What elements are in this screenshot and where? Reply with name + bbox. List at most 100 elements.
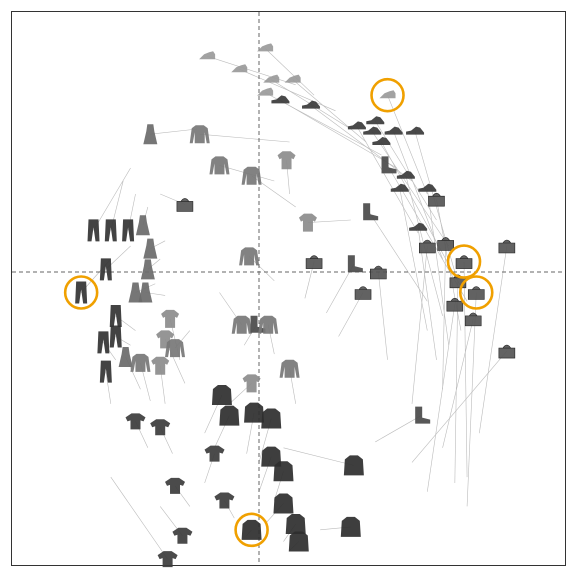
link-line [479, 245, 508, 434]
sneaker-thumbnail [409, 222, 428, 231]
coat-thumbnail [241, 519, 262, 540]
tshirt-thumbnail [150, 419, 171, 436]
highlight-ring [234, 512, 269, 548]
dress-thumbnail [118, 346, 133, 367]
dress-thumbnail [128, 282, 143, 303]
bag-thumbnail [464, 312, 482, 327]
link-line [356, 126, 419, 234]
link-line [387, 95, 428, 195]
link-line [399, 188, 428, 331]
tshirt-thumbnail [157, 551, 178, 568]
sneaker-thumbnail [396, 170, 415, 179]
trouser-thumbnail [104, 219, 117, 242]
link-line [411, 350, 508, 463]
pullover-thumbnail [189, 125, 210, 144]
thumbnails-layer [75, 43, 516, 568]
bag-thumbnail [305, 255, 323, 269]
link-line [411, 245, 428, 404]
link-line [375, 121, 437, 221]
sneaker-thumbnail [302, 100, 321, 109]
link-line [307, 219, 351, 223]
link-line [463, 261, 468, 478]
link-line [93, 167, 131, 231]
link-line [280, 100, 397, 169]
sandal-thumbnail [257, 87, 274, 96]
sneaker-thumbnail [347, 121, 366, 130]
highlight-ring [63, 275, 99, 310]
sandal-thumbnail [263, 74, 280, 83]
link-line [442, 243, 446, 390]
shirt-thumbnail [277, 151, 296, 170]
pullover-thumbnail [209, 156, 230, 175]
link-line [264, 48, 315, 96]
sneaker-thumbnail [390, 183, 409, 192]
sandal-thumbnail [231, 64, 248, 73]
ankle-boot-thumbnail [347, 255, 363, 273]
trouser-thumbnail [99, 258, 112, 281]
trouser-thumbnail [99, 360, 112, 383]
trouser-thumbnail [75, 281, 88, 304]
shirt-thumbnail [242, 374, 261, 393]
link-line [454, 280, 459, 483]
link-line [393, 131, 443, 260]
sneaker-thumbnail [418, 183, 437, 192]
link-line [199, 133, 290, 143]
coat-thumbnail [273, 493, 294, 514]
link-line [207, 55, 296, 86]
coat-thumbnail [285, 513, 306, 534]
plot-frame [11, 11, 566, 566]
bag-thumbnail [428, 192, 445, 207]
pullover-thumbnail [231, 315, 252, 334]
link-line [105, 371, 112, 404]
link-line [427, 188, 450, 346]
bag-thumbnail [455, 255, 473, 269]
trouser-thumbnail [109, 325, 122, 348]
highlight-rings-layer [63, 77, 494, 548]
bag-thumbnail [176, 198, 194, 212]
sneaker-thumbnail [406, 126, 425, 135]
bag-thumbnail [498, 239, 516, 254]
bag-thumbnail [418, 239, 436, 254]
sandal-thumbnail [257, 43, 274, 52]
trouser-thumbnail [109, 304, 122, 327]
sandal-thumbnail [284, 74, 301, 83]
link-line [310, 105, 413, 182]
bag-thumbnail [498, 344, 516, 359]
coat-thumbnail [273, 461, 294, 482]
link-line [338, 292, 364, 337]
link-line [375, 415, 422, 443]
pullover-thumbnail [130, 353, 151, 372]
sneaker-thumbnail [384, 126, 403, 135]
tshirt-thumbnail [125, 413, 146, 430]
shirt-thumbnail [151, 356, 170, 375]
link-lines-layer [80, 48, 508, 560]
coat-thumbnail [261, 408, 282, 429]
coat-thumbnail [244, 402, 265, 423]
sandal-thumbnail [199, 51, 216, 60]
shirt-thumbnail [298, 213, 317, 232]
tshirt-thumbnail [172, 527, 193, 544]
sneaker-thumbnail [363, 126, 382, 135]
highlight-ring [458, 275, 494, 310]
sneaker-thumbnail [372, 137, 391, 145]
link-line [427, 304, 456, 492]
pullover-thumbnail [239, 247, 260, 266]
bag-thumbnail [467, 286, 485, 300]
trouser-thumbnail [97, 331, 110, 354]
link-line [150, 128, 198, 135]
sneaker-thumbnail [271, 95, 290, 104]
pullover-thumbnail [165, 339, 186, 358]
highlight-ring [370, 77, 405, 113]
sandal-thumbnail [379, 90, 396, 99]
link-line [110, 476, 168, 560]
ankle-boot-thumbnail [363, 203, 379, 221]
dress-thumbnail [143, 124, 158, 145]
bag-thumbnail [370, 265, 387, 280]
dress-thumbnail [143, 238, 158, 259]
link-line [283, 447, 354, 466]
tshirt-thumbnail [204, 445, 225, 462]
link-line [442, 318, 474, 448]
trouser-thumbnail [122, 219, 135, 242]
highlight-ring [446, 244, 482, 279]
pullover-thumbnail [241, 166, 262, 185]
